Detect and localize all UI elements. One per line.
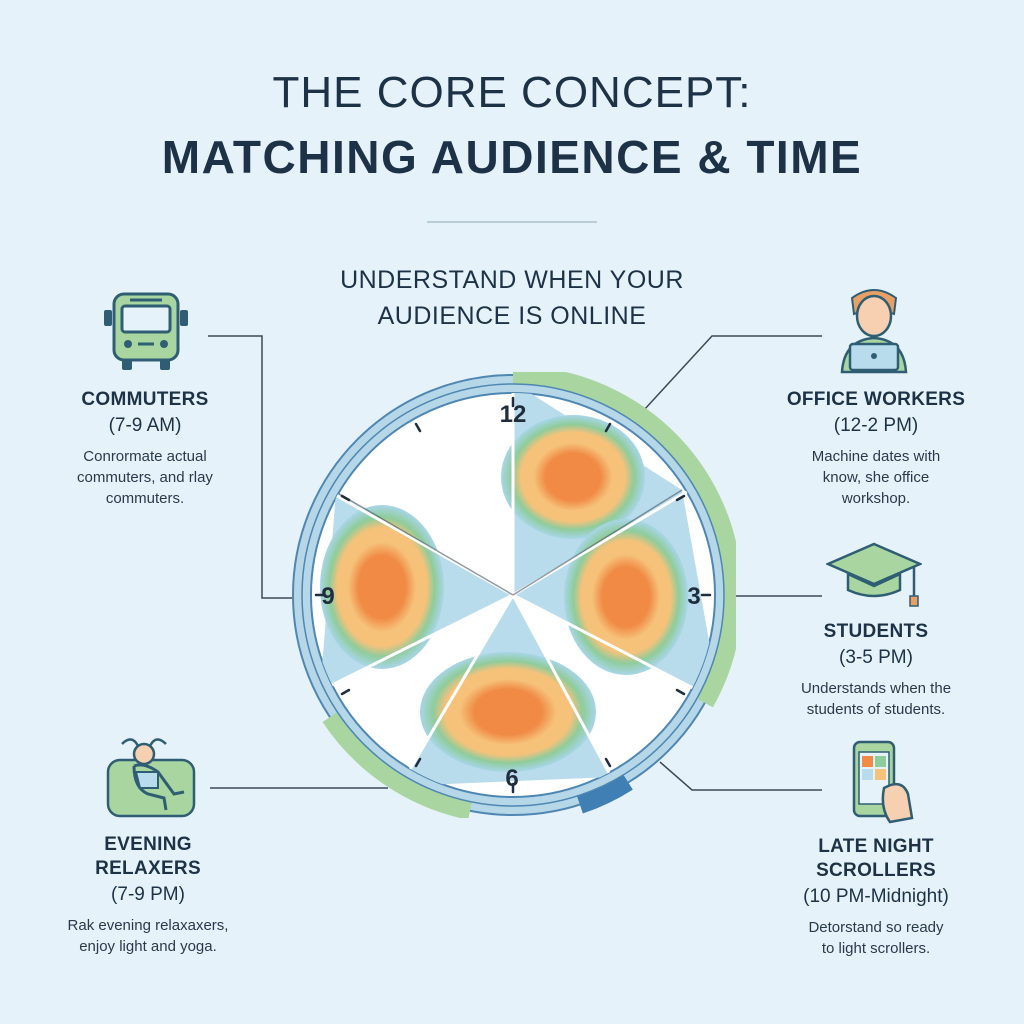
heat-students [564, 519, 688, 675]
heat-office [501, 415, 645, 539]
evening-name-line-2: RELAXERS [95, 858, 201, 879]
heat-evening [420, 652, 596, 772]
latenight-name-line-2: SCROLLERS [816, 860, 936, 881]
office-description: Machine dates with know, she office work… [766, 446, 986, 509]
smartphone-hand-icon [852, 740, 914, 824]
students-description: Understands when the students of student… [766, 678, 986, 720]
clock-rim-green-bottom [322, 711, 472, 818]
title-line-2: MATCHING AUDIENCE & TIME [161, 131, 863, 183]
latenight-time: (10 PM-Midnight) [803, 886, 949, 907]
segment-office-workers: OFFICE WORKERS (12-2 PM) Machine dates w… [766, 388, 986, 509]
clock-rim-dark [576, 774, 633, 814]
audience-clock-diagram: 12 3 6 9 [292, 372, 736, 818]
clock-label-3: 3 [687, 583, 700, 610]
students-time: (3-5 PM) [839, 647, 913, 668]
subtitle: UNDERSTAND WHEN YOUR AUDIENCE IS ONLINE [262, 262, 762, 334]
office-time: (12-2 PM) [833, 415, 919, 436]
office-desc-line-2: know, she office [822, 469, 930, 486]
office-desc-line-1: Machine dates with [811, 448, 941, 465]
students-desc-line-1: Understands when the [800, 680, 952, 697]
commuters-desc-line-2: commuters, and rlay [77, 469, 213, 486]
latenight-desc-line-2: to light scrollers. [821, 940, 931, 957]
latenight-description: Detorstand so ready to light scrollers. [766, 917, 986, 959]
graduation-cap-icon [826, 542, 922, 607]
title-line-1: THE CORE CONCEPT: [272, 68, 752, 117]
students-name: STUDENTS [823, 621, 929, 642]
evening-description: Rak evening relaxaxers, enjoy light and … [38, 915, 258, 957]
clock-label-12: 12 [500, 401, 527, 428]
heat-commuters [320, 505, 444, 669]
bus-icon [104, 292, 188, 370]
commuters-desc-line-1: Conrormate actual [83, 448, 207, 465]
students-desc-line-2: students of students. [806, 701, 946, 718]
clock-label-6: 6 [505, 765, 518, 792]
latenight-name-line-1: LATE NIGHT [818, 836, 934, 857]
evening-name-line-1: EVENING [104, 834, 192, 855]
commuters-connector [208, 335, 300, 599]
title-divider [427, 221, 597, 223]
evening-desc-line-2: enjoy light and yoga. [79, 938, 217, 955]
clock-rim-green [512, 372, 736, 708]
commuters-time: (7-9 AM) [108, 415, 182, 436]
subtitle-line-2: AUDIENCE IS ONLINE [377, 302, 647, 330]
commuters-description: Conrormate actual commuters, and rlay co… [40, 446, 250, 509]
subtitle-line-1: UNDERSTAND WHEN YOUR [340, 266, 684, 294]
clock-label-9: 9 [321, 583, 334, 610]
office-desc-line-3: workshop. [841, 490, 911, 507]
office-name: OFFICE WORKERS [786, 389, 966, 410]
segment-evening-relaxers: EVENING RELAXERS (7-9 PM) Rak evening re… [38, 833, 258, 957]
latenight-connector [659, 761, 822, 791]
commuters-name: COMMUTERS [81, 389, 209, 410]
evening-time: (7-9 PM) [111, 884, 185, 905]
relaxing-person-icon [106, 738, 196, 818]
latenight-desc-line-1: Detorstand so ready [808, 919, 944, 936]
office-connector [643, 335, 822, 411]
office-worker-laptop-icon [840, 289, 908, 374]
segment-commuters: COMMUTERS (7-9 AM) Conrormate actual com… [40, 388, 250, 509]
segment-students: STUDENTS (3-5 PM) Understands when the s… [766, 620, 986, 720]
commuters-desc-line-3: commuters. [105, 490, 185, 507]
segment-late-night-scrollers: LATE NIGHT SCROLLERS (10 PM-Midnight) De… [766, 835, 986, 959]
evening-desc-line-1: Rak evening relaxaxers, [67, 917, 229, 934]
